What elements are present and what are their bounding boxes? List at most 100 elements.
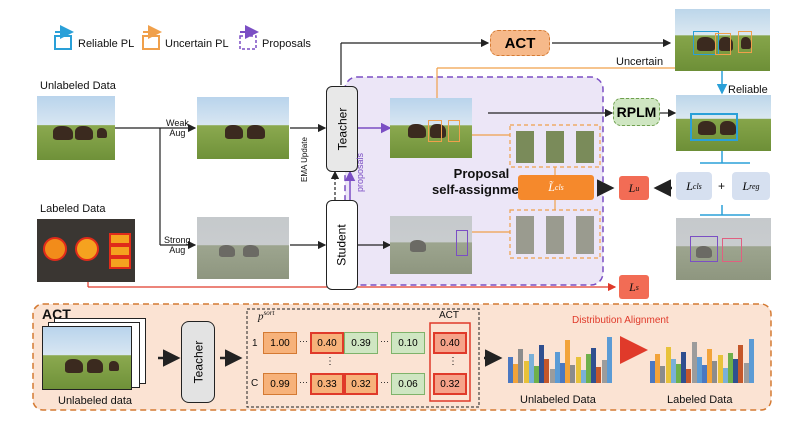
teacher-view-image — [390, 98, 472, 158]
act-cell-1: 0.40 — [433, 332, 467, 354]
plus-sign: + — [718, 179, 726, 193]
unlabeled-histogram — [508, 335, 613, 383]
histogram-bar — [655, 354, 661, 383]
histogram-bar — [565, 340, 571, 383]
cell-1-3: 0.39 — [344, 332, 378, 354]
histogram-bar — [691, 342, 697, 383]
ellipsis-v-act: ⋮ — [448, 356, 458, 367]
histogram-bar — [523, 361, 529, 383]
act-cell-c: 0.32 — [433, 373, 467, 395]
histogram-bar — [722, 368, 728, 383]
uncertain-label: Uncertain — [616, 56, 664, 68]
histogram-bar — [743, 363, 749, 383]
histogram-bar — [560, 363, 565, 383]
student-box: Student — [326, 200, 358, 290]
histogram-bar — [748, 339, 754, 383]
ellipsis-1a: ··· — [299, 336, 308, 346]
histogram-bar — [591, 348, 597, 383]
bottom-teacher-box: Teacher — [181, 321, 215, 403]
labeled-image — [37, 219, 135, 282]
histogram-bar — [676, 364, 681, 383]
l-cls-tilde-box: L̃cls — [518, 175, 594, 200]
histogram-bar — [665, 347, 671, 383]
histogram-bar — [580, 370, 586, 383]
row-1-index: 1 — [252, 338, 258, 349]
histogram-bar — [738, 345, 744, 383]
histogram-bar — [570, 365, 576, 383]
histogram-bar — [717, 355, 723, 383]
cell-1-4: 0.10 — [391, 332, 425, 354]
histogram-bar — [712, 361, 718, 383]
labeled-histogram — [650, 335, 755, 383]
labeled-hist-label: Labeled Data — [667, 394, 733, 406]
histogram-bar — [707, 349, 713, 383]
strong-aug-image — [197, 217, 289, 279]
weak-aug-image — [197, 97, 289, 159]
legend-proposals-label: Proposals — [262, 38, 311, 50]
reliable-label: Reliable — [728, 84, 768, 96]
histogram-bar — [539, 345, 545, 383]
unlabeled-hist-label: Unlabeled Data — [520, 394, 596, 406]
rplm-box: RPLM — [613, 98, 660, 126]
cell-c-3: 0.32 — [344, 373, 378, 395]
histogram-bar — [733, 359, 739, 383]
histogram-bar — [596, 367, 602, 383]
legend-uncertain-icon — [142, 25, 162, 50]
p-sort-label: psort — [258, 309, 275, 323]
cell-1-2: 0.40 — [310, 332, 344, 354]
histogram-bar — [601, 360, 607, 383]
cell-1-1: 1.00 — [263, 332, 297, 354]
histogram-bar — [686, 369, 692, 383]
histogram-bar — [549, 369, 555, 383]
histogram-bar — [670, 359, 676, 383]
histogram-bar — [702, 365, 707, 383]
unlabeled-image — [37, 96, 115, 160]
act-column-label: ACT — [439, 310, 459, 321]
teacher-box: Teacher — [326, 86, 358, 172]
student-view-image — [390, 216, 472, 274]
student-prediction-image — [676, 218, 771, 280]
histogram-bar — [728, 353, 733, 383]
bottom-unlabeled-label: Unlabeled data — [58, 395, 133, 407]
histogram-bar — [660, 366, 666, 383]
legend-reliable-icon — [54, 25, 74, 50]
histogram-bar — [696, 357, 702, 383]
legend-reliable-label: Reliable PL — [78, 38, 135, 50]
histogram-bar — [528, 354, 534, 383]
act-detail-panel — [32, 303, 772, 411]
row-c-index: C — [251, 378, 259, 389]
ellipsis-ca: ··· — [299, 377, 308, 387]
histogram-bar — [513, 364, 519, 383]
ellipsis-v-1: ⋮ — [325, 356, 335, 367]
proposals-vertical-label: proposals — [355, 152, 365, 192]
histogram-bar — [681, 352, 687, 383]
ellipsis-cb: ··· — [380, 377, 389, 387]
unlabeled-data-label: Unlabeled Data — [40, 80, 116, 92]
histogram-bar — [554, 352, 560, 383]
histogram-bar — [544, 359, 550, 383]
histogram-bar — [575, 357, 581, 383]
cell-c-4: 0.06 — [391, 373, 425, 395]
histogram-bar — [606, 337, 612, 383]
distribution-alignment-label: Distribution Alignment — [572, 315, 669, 326]
ellipsis-1b: ··· — [380, 336, 389, 346]
legend-uncertain-label: Uncertain PL — [165, 38, 229, 50]
cell-c-2: 0.33 — [310, 373, 344, 395]
legend-proposals-icon — [239, 25, 259, 50]
act-output-image — [675, 9, 770, 71]
labeled-data-label: Labeled Data — [40, 203, 106, 215]
bottom-unlabeled-image — [42, 326, 132, 390]
reliable-output-image — [676, 95, 771, 151]
histogram-bar — [508, 357, 513, 383]
ema-update-label: EMA Update — [300, 137, 309, 182]
histogram-bar — [534, 366, 539, 383]
histogram-bar — [518, 349, 524, 383]
